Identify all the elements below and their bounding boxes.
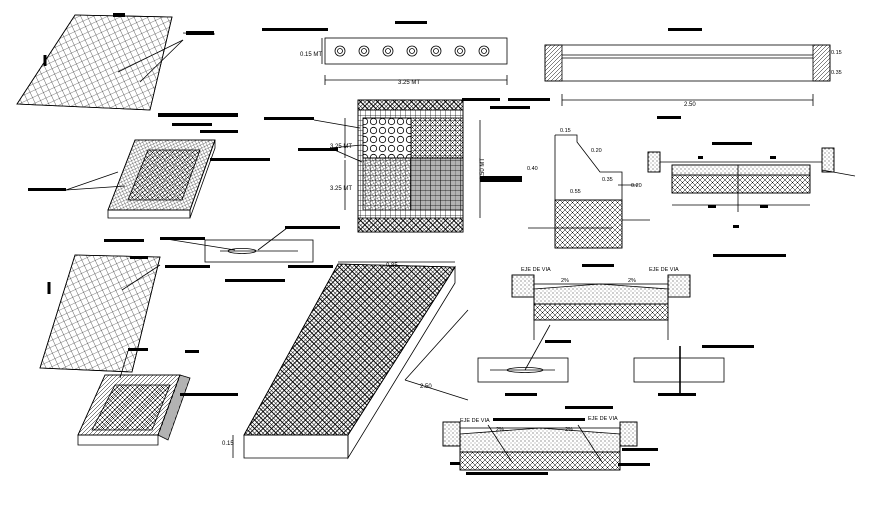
redaction-bar — [582, 264, 614, 267]
redaction-bar — [618, 463, 650, 466]
concrete-block-isometric — [232, 261, 469, 460]
dowel-bar-detail — [477, 324, 571, 396]
slab-length-label: 3.25 MT — [398, 80, 420, 86]
redaction-bar — [28, 188, 66, 191]
mat-left-bottom-label: 3.25 MT — [330, 186, 352, 192]
curb-h2-label: 0.35 — [602, 177, 613, 183]
redaction-bar — [160, 237, 205, 240]
reinforcement-mesh-middle — [39, 254, 161, 373]
curb-top-label: 0.15 — [560, 128, 571, 134]
redaction-bar — [713, 254, 786, 257]
slope-label-bottom-left: 2% — [496, 427, 504, 433]
redaction-bar — [210, 158, 270, 161]
redaction-bar — [462, 98, 500, 101]
redaction-bar — [395, 21, 427, 24]
redaction-bar — [545, 340, 571, 343]
redaction-bar — [288, 265, 333, 268]
road-axis-label-right: EJE DE VIA — [649, 267, 679, 273]
reinforcement-cage-box-bottom — [77, 348, 238, 446]
curb-h3-label: 0.20 — [631, 183, 642, 189]
redaction-bar — [200, 130, 238, 133]
redaction-bar — [285, 226, 340, 229]
block-height-label: 0.15 — [222, 441, 234, 447]
perforated-slab-elevation — [262, 21, 508, 85]
curb-width-label: 0.55 — [570, 189, 581, 195]
mat-left-top-label: 3.25 MT — [330, 144, 352, 150]
redaction-bar — [622, 448, 658, 451]
redaction-bar — [668, 28, 702, 31]
road-section-middle — [511, 254, 786, 340]
mesh-mat-plan — [264, 98, 550, 233]
redaction-bar — [702, 345, 754, 348]
redaction-bar — [186, 31, 214, 35]
reinforcement-mesh-top — [16, 13, 216, 111]
slope-label-right: 2% — [628, 278, 636, 284]
slab-thickness-label: 0.15 MT — [300, 52, 322, 58]
redaction-bar — [165, 265, 210, 268]
redaction-bar — [172, 123, 212, 126]
redaction-bar — [264, 117, 314, 120]
redaction-bar — [490, 106, 530, 109]
road-section-bottom — [442, 406, 658, 475]
redaction-bar — [508, 98, 550, 101]
road-section-top — [647, 116, 856, 228]
slope-label-left: 2% — [561, 278, 569, 284]
strip-length-label: 2.50 — [684, 102, 696, 108]
block-length-label: 2.50 — [420, 384, 432, 390]
redaction-bar — [130, 256, 148, 259]
redaction-bar — [493, 418, 585, 421]
strip-right-top-label: 0.15 — [831, 50, 842, 56]
reinforcement-cage-box-top — [28, 113, 270, 242]
redaction-bar — [158, 113, 238, 117]
road-axis-label-left: EJE DE VIA — [521, 267, 551, 273]
strip-right-bottom-label: 0.35 — [831, 70, 842, 76]
redaction-bar — [298, 148, 338, 151]
road-axis-label-bottom-left: EJE DE VIA — [460, 418, 490, 424]
redaction-bar — [712, 142, 752, 145]
redaction-bar — [480, 176, 522, 182]
curb-h1-label: 0.20 — [591, 148, 602, 154]
bar-splice-detail — [159, 226, 340, 282]
redaction-bar — [658, 393, 696, 396]
redaction-bar — [657, 116, 681, 119]
tie-bar-detail — [633, 345, 754, 396]
redaction-bar — [113, 13, 125, 17]
redaction-bar — [104, 239, 144, 242]
road-axis-label-bottom-right: EJE DE VIA — [588, 416, 618, 422]
slope-label-bottom-right: 2% — [565, 427, 573, 433]
redaction-bar — [565, 406, 613, 409]
redaction-bar — [225, 279, 285, 282]
redaction-bar — [180, 393, 238, 396]
redaction-bar — [505, 393, 537, 396]
redaction-bar — [128, 348, 148, 351]
curb-left-label: 0.40 — [527, 166, 538, 172]
redaction-bar — [466, 472, 548, 475]
redaction-bar — [262, 28, 328, 31]
block-width-label: 0.85 — [386, 263, 398, 269]
curb-section — [528, 134, 650, 249]
mat-right-label: 6.50 MT — [480, 158, 486, 180]
concrete-strip-elevation — [544, 28, 831, 106]
redaction-bar — [185, 350, 199, 353]
